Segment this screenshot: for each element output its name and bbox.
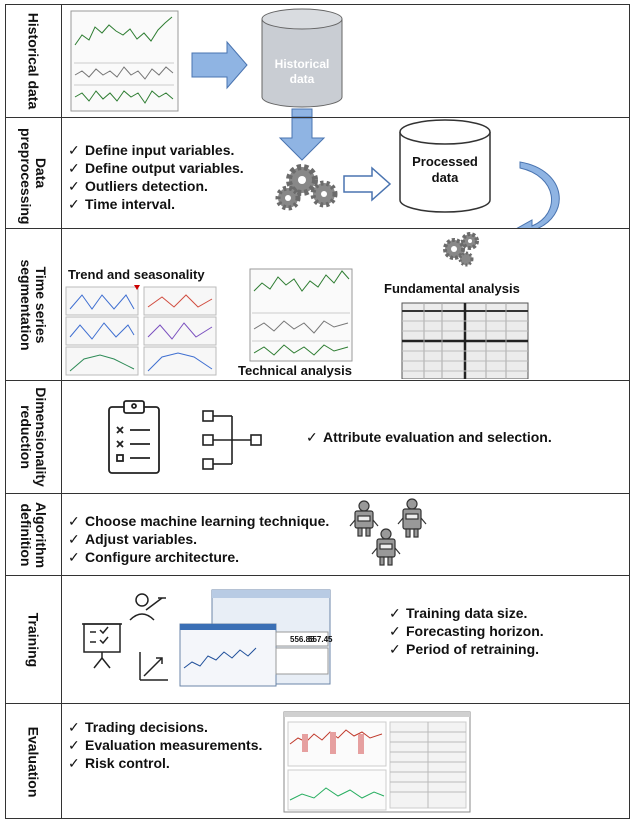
training-graphics: 556.85 557.45 — [82, 589, 333, 687]
row-time-series-segmentation: Time series segmentation — [6, 229, 629, 381]
gears-icon — [275, 164, 338, 211]
trend-seasonality-caption: Trend and seasonality — [68, 267, 205, 282]
fundamental-analysis-caption: Fundamental analysis — [384, 281, 520, 296]
hierarchy-icon — [202, 410, 262, 470]
trading-software-screenshot: 556.85 557.45 — [179, 589, 333, 687]
preprocessing-list: Define input variables. Define output va… — [68, 141, 244, 213]
list-item: Training data size. — [389, 604, 544, 622]
cylinder-label: data — [290, 72, 315, 86]
dimensionality-list: Attribute evaluation and selection. — [306, 428, 552, 446]
list-item: Configure architecture. — [68, 548, 329, 566]
list-item: Period of retraining. — [389, 640, 544, 658]
cylinder-label: Historical — [275, 57, 330, 71]
robots-icon — [349, 498, 427, 566]
small-gears-icon — [443, 232, 479, 267]
trend-seasonality-charts — [65, 285, 217, 376]
row-label: Data preprocessing — [18, 128, 49, 225]
historical-graphics: Historical data — [70, 8, 343, 117]
segmentation-graphics — [65, 232, 529, 379]
row-label: Evaluation — [25, 726, 42, 797]
person-pointing-icon — [129, 593, 166, 621]
list-item: Forecasting horizon. — [389, 622, 544, 640]
down-arrow — [291, 108, 313, 117]
growth-chart-icon — [139, 652, 168, 681]
right-arrow — [343, 166, 392, 202]
presentation-board-icon — [82, 623, 122, 669]
row-data-preprocessing: Data preprocessing Define input variable… — [6, 118, 629, 229]
dimensionality-graphics — [108, 400, 262, 474]
technical-analysis-caption: Technical analysis — [238, 363, 352, 378]
list-item: Evaluation measurements. — [68, 736, 262, 754]
technical-analysis-chart — [249, 268, 353, 362]
preprocessing-graphics: Processed data — [275, 118, 560, 228]
down-arrow — [278, 118, 326, 161]
row-label: Algorithm definition — [18, 501, 49, 568]
fundamental-analysis-table — [401, 302, 529, 379]
row-label: Time series segmentation — [18, 258, 49, 350]
row-evaluation: Evaluation Trading decisions. Evaluation… — [6, 704, 629, 819]
list-item: Choose machine learning technique. — [68, 512, 329, 530]
pipeline-table: Historical data Historical data — [5, 4, 630, 819]
list-item: Outliers detection. — [68, 177, 244, 195]
historical-data-cylinder: Historical data — [261, 8, 343, 108]
evaluation-graphics — [283, 711, 471, 813]
stock-chart-thumbnail — [70, 10, 179, 112]
training-list: Training data size. Forecasting horizon.… — [389, 604, 544, 658]
row-historical-data: Historical data Historical data — [6, 5, 629, 118]
processed-data-cylinder: Processed data — [399, 119, 491, 213]
screen-value: 556.85 — [290, 635, 315, 644]
algorithm-graphics — [349, 498, 427, 566]
algorithm-list: Choose machine learning technique. Adjus… — [68, 512, 329, 566]
evaluation-list: Trading decisions. Evaluation measuremen… — [68, 718, 262, 772]
list-item: Define output variables. — [68, 159, 244, 177]
list-item: Attribute evaluation and selection. — [306, 428, 552, 446]
evaluation-dashboard-screenshot — [283, 711, 471, 813]
row-dimensionality-reduction: Dimensionality reduction — [6, 381, 629, 494]
list-item: Trading decisions. — [68, 718, 262, 736]
cylinder-label: Processed — [412, 154, 478, 169]
list-item: Risk control. — [68, 754, 262, 772]
list-item: Define input variables. — [68, 141, 244, 159]
checklist-clipboard-icon — [108, 400, 160, 474]
list-item: Time interval. — [68, 195, 244, 213]
row-label: Training — [25, 612, 42, 667]
row-label: Historical data — [25, 12, 42, 110]
row-training: Training — [6, 576, 629, 704]
list-item: Adjust variables. — [68, 530, 329, 548]
cylinder-label: data — [432, 170, 460, 185]
screen-value: 557.45 — [308, 635, 333, 644]
curved-arrow — [516, 161, 560, 228]
row-algorithm-definition: Algorithm definition Choose machine lear… — [6, 494, 629, 576]
row-label: Dimensionality reduction — [18, 387, 49, 487]
right-arrow — [191, 40, 248, 90]
